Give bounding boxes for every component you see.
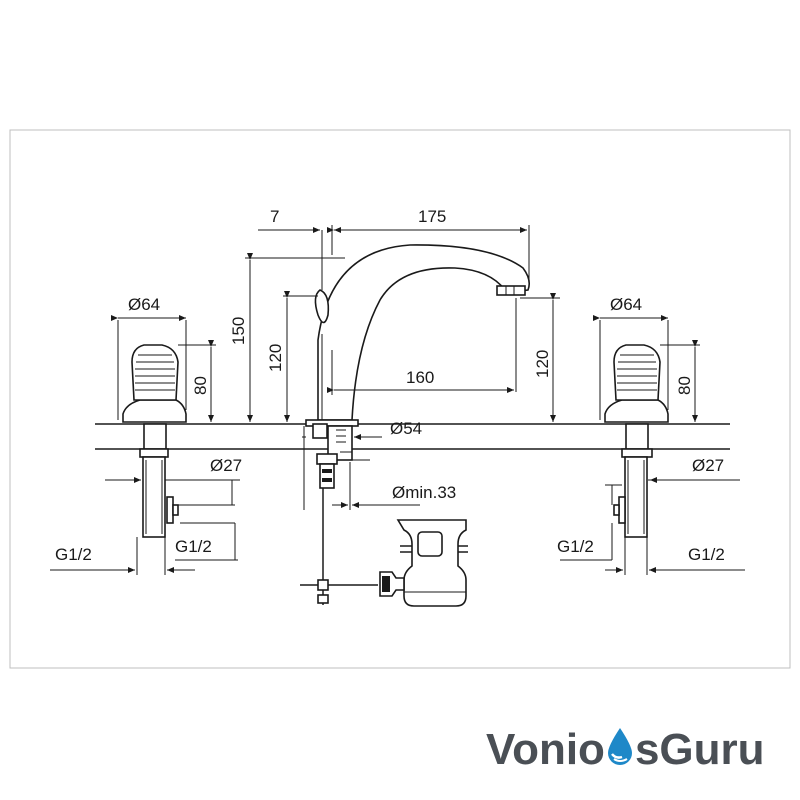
dim-label: 150 — [229, 317, 248, 345]
drawing-frame — [9, 129, 791, 669]
left-shank — [139, 423, 179, 538]
dim-label: Ømin.33 — [392, 483, 456, 502]
brand-name-part2: s — [634, 725, 660, 774]
dim-label: G1/2 — [557, 537, 594, 556]
spout-lever — [314, 289, 330, 420]
dim-label: Ø27 — [210, 456, 242, 475]
dim-label: Ø27 — [692, 456, 724, 475]
dim-label: 160 — [406, 368, 434, 387]
dim-label: G1/2 — [55, 545, 92, 564]
spout-base-assembly — [300, 419, 378, 605]
drain-assembly — [379, 519, 468, 607]
dim-label: G1/2 — [688, 545, 725, 564]
dim-label: 120 — [266, 344, 285, 372]
dim-label: Ø64 — [610, 295, 642, 314]
dim-label: 7 — [270, 207, 279, 226]
dim-label: Ø54 — [390, 419, 422, 438]
water-drop-icon — [606, 724, 634, 780]
dim-label: 80 — [675, 376, 694, 395]
dim-label: Ø64 — [128, 295, 160, 314]
right-shank — [613, 423, 653, 538]
right-handle — [604, 344, 669, 423]
brand-name-part3: Guru — [659, 725, 765, 774]
dim-label: 175 — [418, 207, 446, 226]
spout — [317, 244, 530, 421]
brand-name-part1: Vonio — [486, 725, 605, 774]
dim-label: 120 — [533, 350, 552, 378]
left-handle — [122, 344, 187, 423]
dim-label: 80 — [191, 376, 210, 395]
dim-label: G1/2 — [175, 537, 212, 556]
